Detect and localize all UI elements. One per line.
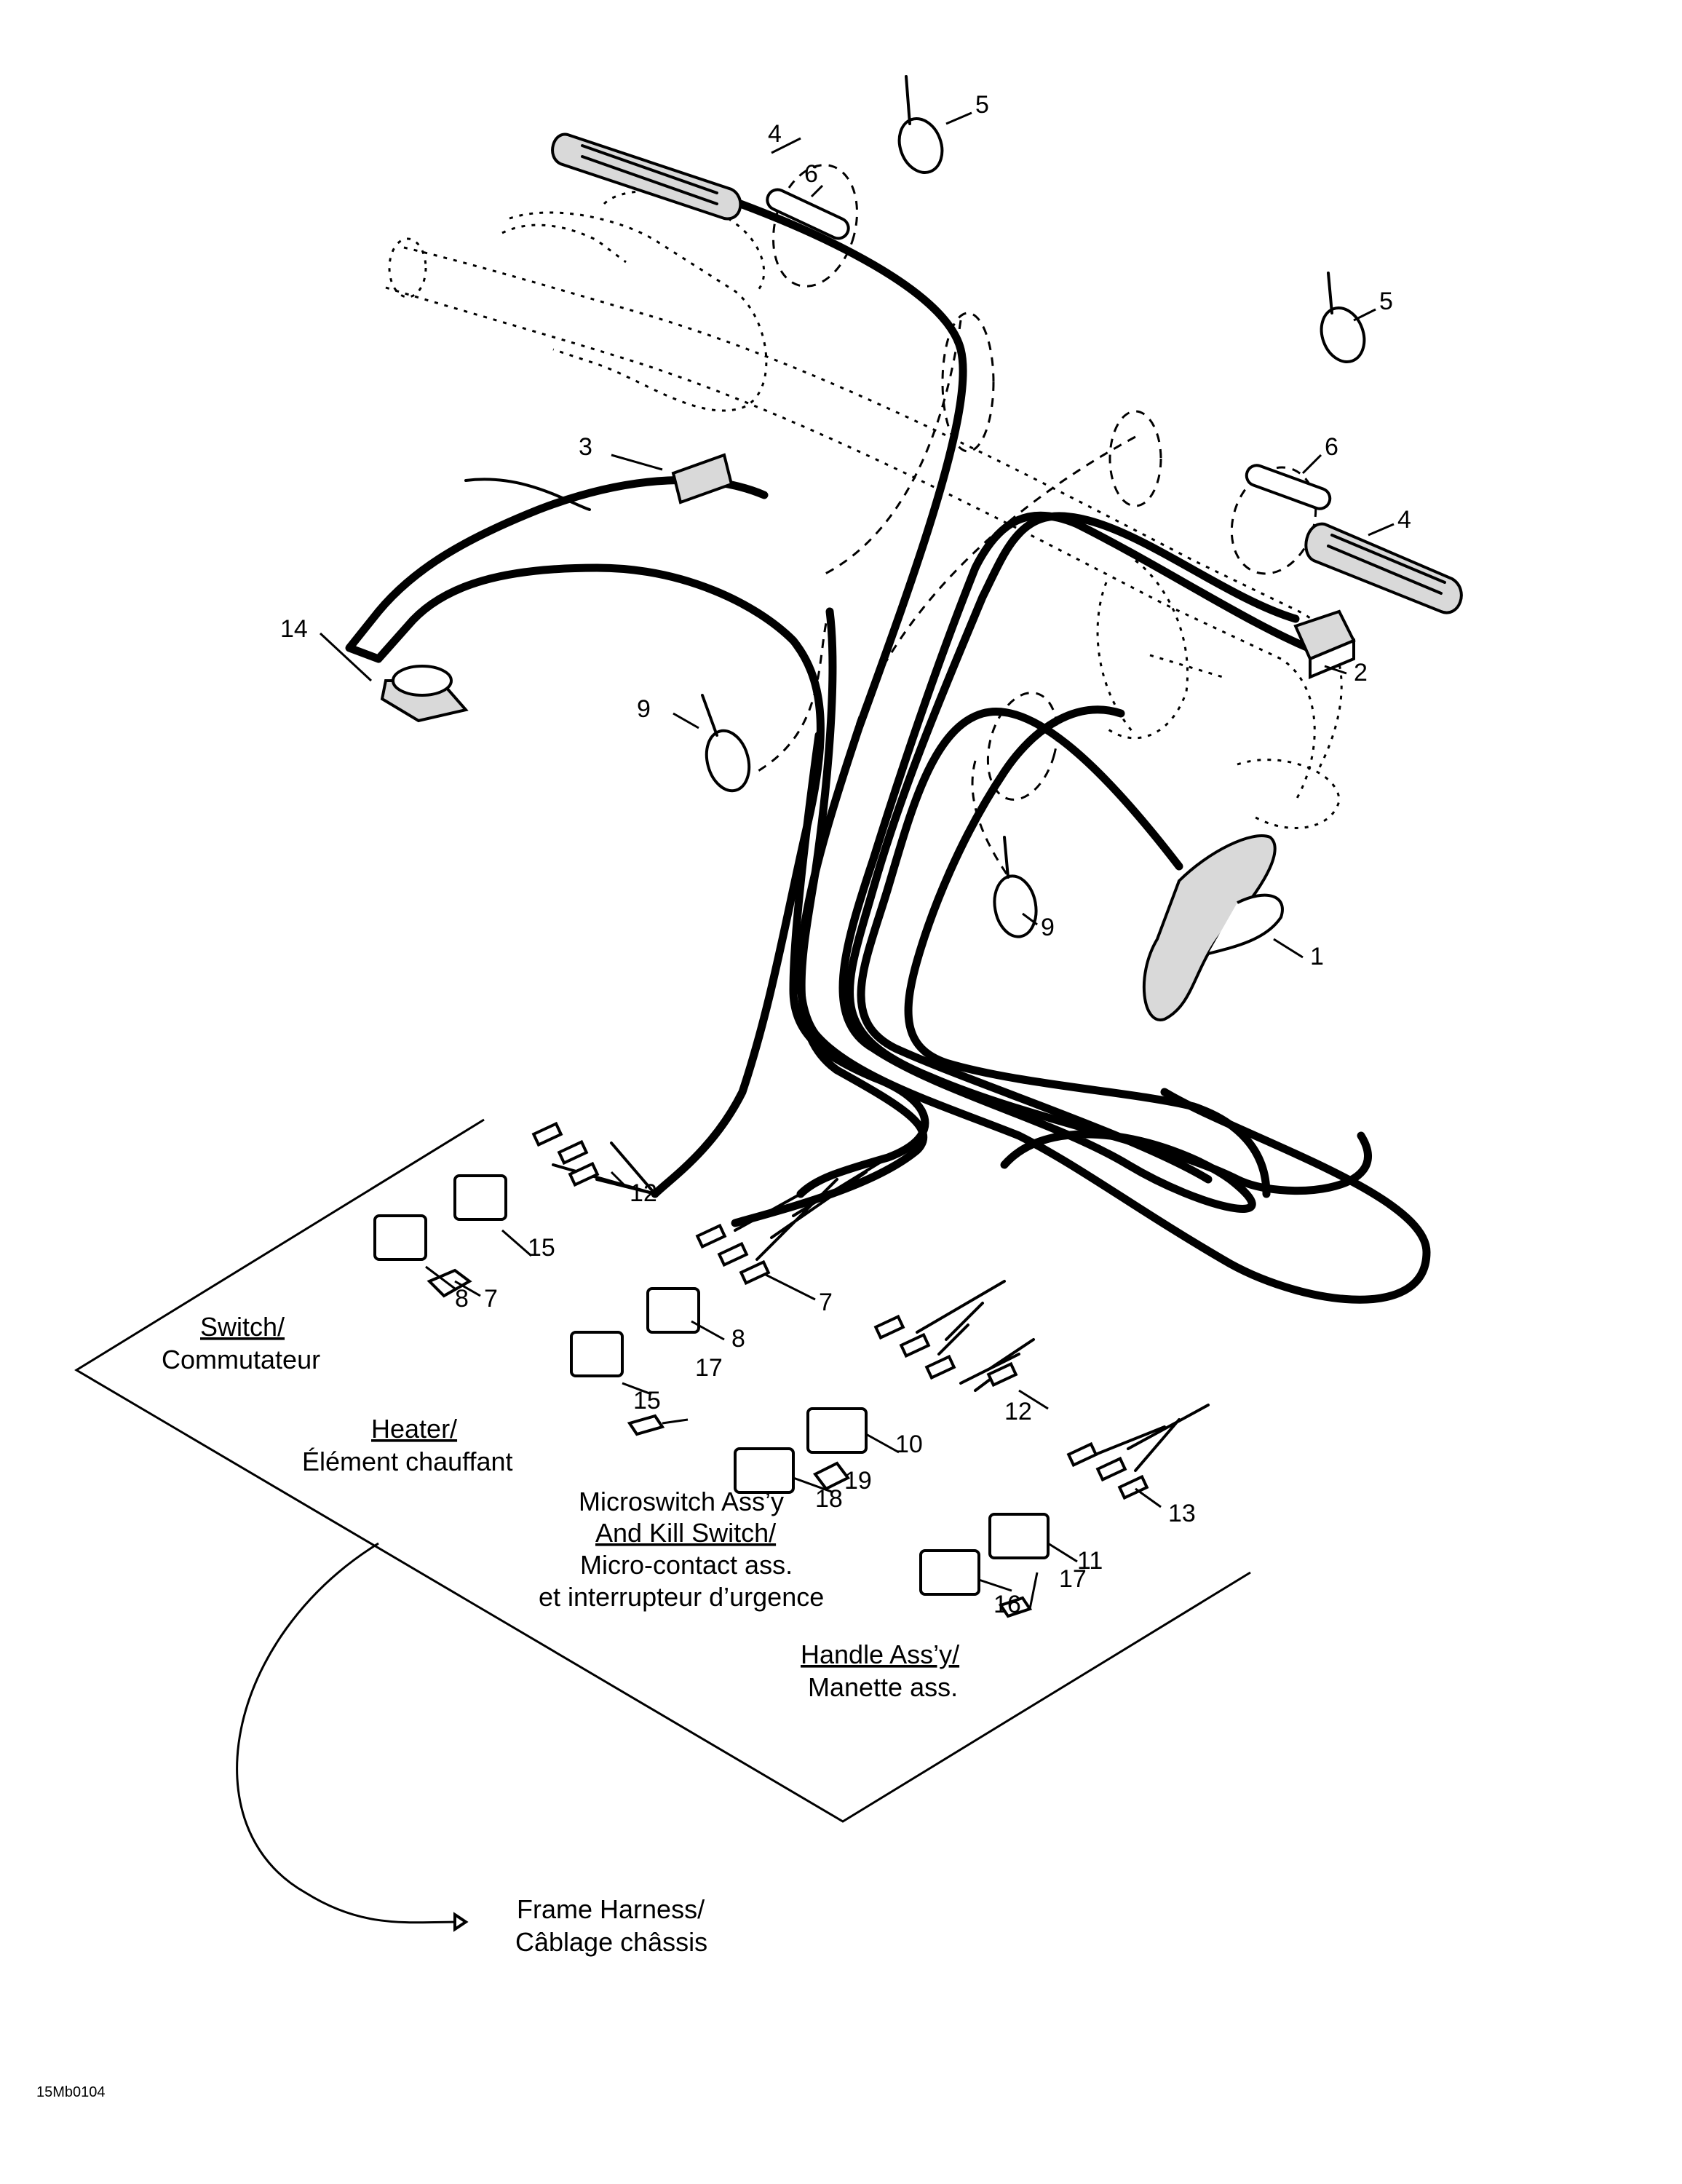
callout-9-left: 9 [637,695,651,723]
callout-17-mid: 17 [695,1354,723,1382]
callout-5-right: 5 [1379,288,1393,315]
label-micro-en-1: Microswitch Ass’y [579,1487,784,1516]
frame-harness-arrow [236,1542,467,1924]
callout-12-mid: 12 [1004,1398,1032,1425]
callout-8-left: 8 [455,1285,469,1313]
connector-housings [373,1174,1050,1618]
label-micro-fr-2: et interrupteur d’urgence [539,1582,824,1612]
figure-code: 15Mb0104 [36,2084,106,2100]
terminal-ends [531,1121,1149,1500]
callout-18: 18 [815,1485,843,1513]
callout-13: 13 [1168,1500,1196,1527]
callout-7-mid: 7 [819,1289,833,1316]
cable-tie-top [897,75,944,174]
callout-14: 14 [280,615,308,643]
label-handle-fr: Manette ass. [808,1672,958,1702]
wires [345,192,1431,1304]
sleeve-left [766,188,850,240]
label-switch-fr: Commutateur [162,1345,320,1374]
section-labels: Switch/ Commutateur Heater/ Élément chau… [36,1312,959,2100]
leader-lines [319,111,1395,1610]
callout-11: 11 [1077,1547,1103,1575]
throttle-lever [1142,834,1284,1021]
grip-heater-right [1304,522,1463,614]
callout-12-top: 12 [630,1179,657,1207]
label-micro-en-2: And Kill Switch/ [595,1518,776,1548]
grip-heater-left [551,132,742,221]
cable-tie-right [1320,272,1366,363]
label-heater-fr: Élément chauffant [302,1447,513,1476]
tie-wrap-guides [756,164,1317,911]
label-frame-en: Frame Harness/ [517,1894,705,1924]
callout-4-top: 4 [768,120,782,148]
callout-2: 2 [1354,659,1368,687]
callout-8-mid: 8 [731,1325,745,1353]
callout-9-right: 9 [1041,914,1055,941]
callout-17-low: 17 [1059,1565,1087,1593]
label-heater-en: Heater/ [371,1414,457,1444]
callout-10: 10 [895,1431,923,1458]
callout-15-top: 15 [528,1234,555,1262]
arrowhead [453,1912,469,1932]
cable-tie-9-right [993,836,1038,938]
callout-1: 1 [1310,943,1324,970]
pigtails [552,1142,1210,1472]
callout-6-right: 6 [1325,433,1338,461]
callout-19: 19 [844,1467,872,1495]
callout-6-top: 6 [804,160,818,188]
base-plane [74,1118,1251,1823]
label-handle-en: Handle Ass’y/ [801,1639,959,1669]
label-frame-fr: Câblage châssis [515,1927,707,1957]
label-micro-fr-1: Micro-contact ass. [580,1550,793,1580]
handlebar-outline [385,190,1343,829]
callout-16: 16 [993,1591,1021,1618]
label-switch-en: Switch/ [200,1312,285,1342]
callout-3: 3 [579,433,592,461]
callout-4-right: 4 [1397,506,1411,534]
switch-housing [671,453,734,505]
callout-7-left: 7 [484,1285,498,1313]
cable-tie-9-left [701,694,751,793]
switch-block [1293,609,1356,679]
heater-component [380,665,469,723]
callout-15-mid: 15 [633,1387,661,1415]
sleeve-right [1245,464,1332,510]
callout-5-top: 5 [975,91,989,119]
callout-numbers: 1 2 3 4 4 5 5 6 6 7 7 8 8 9 9 10 11 12 1… [280,91,1411,1618]
